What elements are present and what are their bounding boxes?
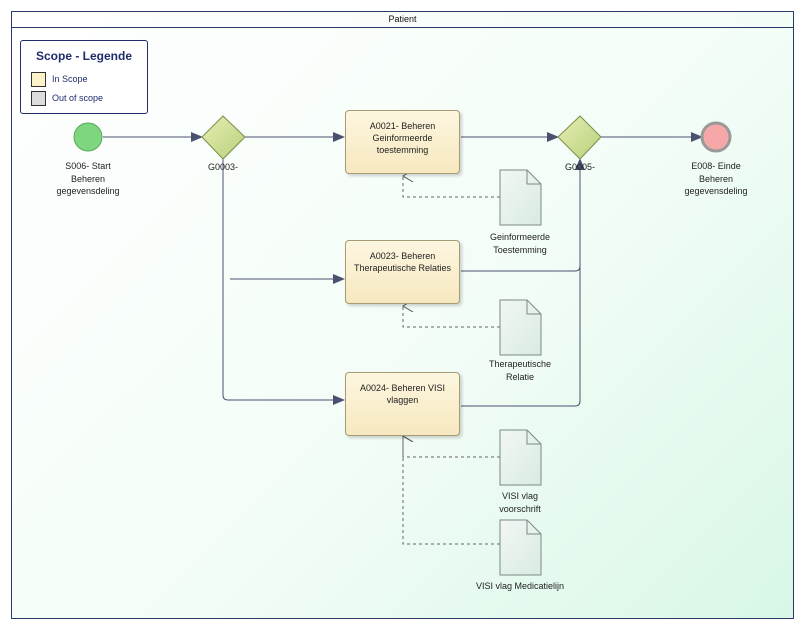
document-label-line: Relatie [505,371,534,382]
pool-title: Patient [11,11,794,28]
document-icon [499,429,542,486]
legend-title: Scope - Legende [35,49,133,63]
flow-split-to-a0024 [222,159,345,405]
task-label-line: A0021- Beheren [369,121,436,131]
legend-label: Out of scope [52,93,104,103]
document-label-line: Geinformeerde [489,232,551,242]
document-label-geinformeerde: Geinformeerde Toestemming [470,231,570,256]
task-label-line: Geinformeerde [372,133,433,143]
end-event-label: E008- Einde Beheren gegevensdeling [676,160,756,198]
end-event-icon [700,121,732,153]
document-icon [499,299,542,356]
data-associations [403,176,500,545]
start-event-label-line: gegevensdeling [56,186,120,196]
assoc-visi-medicatie [403,436,500,545]
assoc-therapeutische [403,306,500,328]
document-icon [499,169,542,226]
end-event-label-line: gegevensdeling [684,186,748,196]
document-label-line: Therapeutische [488,359,552,369]
task-label-line: Therapeutische Relaties [353,263,452,273]
flow-a0023-to-join [461,265,581,272]
task-label-line: A0024- Beheren VISI [359,383,446,393]
start-event-icon [73,122,103,152]
document-label-visi-medicatie: VISI vlag Medicatielijn [460,580,580,593]
in-scope-swatch [31,72,46,87]
sequence-flows [103,132,703,407]
start-event-label-line: Beheren [70,173,106,184]
split-gateway-label: G0003- [207,162,239,172]
start-event-label-line: S006- Start [65,161,111,171]
task-label-line: vlaggen [386,395,419,405]
flow-a0024-to-join [461,158,585,407]
task-label-line: A0023- Beheren [369,251,436,261]
join-gateway-icon [557,115,602,160]
assoc-geinformeerde [403,176,500,198]
document-icon [499,519,542,576]
task-a0021[interactable]: A0021- Beheren Geinformeerde toestemming [345,110,460,174]
end-event-label-line: E008- Einde [691,161,741,171]
task-a0023[interactable]: A0023- Beheren Therapeutische Relaties [345,240,460,304]
legend-label: In Scope [52,74,88,84]
document-label-line: voorschrift [499,503,541,514]
task-label-line: toestemming [376,145,429,155]
scope-legend: Scope - Legende In Scope Out of scope [20,40,148,114]
document-label-line: VISI vlag [501,491,539,501]
split-gateway-icon [201,115,246,160]
join-gateway-label: G0005- [564,162,596,172]
assoc-visi-voorschrift [403,436,500,458]
document-label-therapeutische: Therapeutische Relatie [470,358,570,383]
end-event-label-line: Beheren [698,173,734,184]
document-label-visi-voorschrift: VISI vlag voorschrift [470,490,570,515]
document-label-line: VISI vlag Medicatielijn [475,581,565,591]
document-label-line: Toestemming [493,244,547,255]
out-of-scope-swatch [31,91,46,106]
start-event-label: S006- Start Beheren gegevensdeling [48,160,128,198]
task-a0024[interactable]: A0024- Beheren VISI vlaggen [345,372,460,436]
